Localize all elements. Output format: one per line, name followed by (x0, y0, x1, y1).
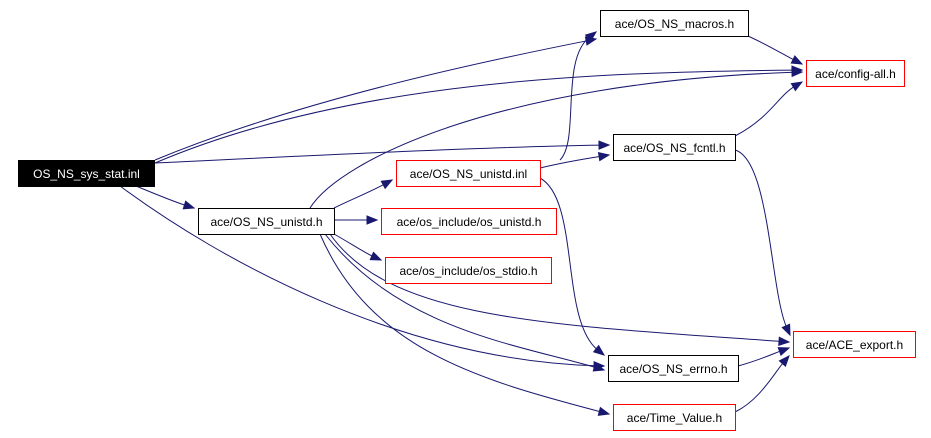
edge-arrowhead (592, 344, 606, 356)
edge-root-to-unistd_h (135, 185, 196, 210)
edge-arrowhead (790, 55, 804, 65)
edge-arrowhead (790, 81, 804, 92)
edge-line (747, 35, 796, 61)
edge-line (333, 183, 386, 209)
edge-line (559, 36, 590, 161)
edge-line (154, 40, 589, 161)
edge-unistd_h-to-unistd_inl (333, 179, 394, 209)
edge-line (734, 361, 785, 413)
node-macros[interactable]: ace/OS_NS_macros.h (600, 10, 749, 37)
edge-arrowhead (597, 151, 611, 162)
node-config[interactable]: ace/config-all.h (806, 60, 905, 87)
node-label: ace/OS_NS_unistd.inl (410, 167, 527, 181)
node-label: ace/Time_Value.h (627, 411, 722, 425)
edge-unistd_h-to-os_stdio (333, 233, 383, 261)
node-box (613, 134, 736, 161)
node-errno[interactable]: ace/OS_NS_errno.h (608, 355, 739, 382)
edge-arrowhead (777, 347, 791, 356)
edge-unistd_inl-to-errno (539, 177, 606, 356)
edge-line (324, 233, 597, 369)
node-os-unistd[interactable]: ace/os_include/os_unistd.h (381, 208, 557, 235)
node-label: ace/OS_NS_errno.h (619, 362, 727, 376)
node-box (198, 208, 335, 235)
edge-fcntl-to-config (734, 81, 804, 137)
edge-line (734, 85, 796, 137)
node-fcntl[interactable]: ace/OS_NS_fcntl.h (613, 134, 736, 161)
edge-line (309, 71, 795, 209)
node-label: ace/config-all.h (815, 67, 896, 81)
edge-time_value-to-ace_export (734, 354, 790, 413)
node-label: ace/OS_NS_macros.h (615, 17, 734, 31)
edge-macros-to-config (747, 35, 804, 65)
node-box (613, 404, 736, 431)
node-box (793, 331, 916, 358)
edge-line (539, 177, 599, 351)
node-label: ace/OS_NS_fcntl.h (623, 141, 725, 155)
node-label: ace/os_include/os_stdio.h (399, 264, 537, 278)
edge-arrowhead (597, 406, 611, 416)
node-box (396, 160, 541, 187)
node-label: ace/os_include/os_unistd.h (397, 215, 542, 229)
edge-arrowhead (182, 200, 196, 210)
edge-line (539, 155, 602, 169)
edge-unistd_h-to-ace_export (329, 233, 791, 346)
edge-line (154, 69, 795, 164)
edge-line (319, 233, 602, 413)
edge-errno-to-ace_export (737, 347, 791, 367)
edge-line (737, 350, 782, 367)
edge-root-to-macros (154, 36, 598, 161)
edge-unistd_inl-to-fcntl (539, 151, 611, 169)
edge-arrowhead (778, 336, 791, 346)
edge-arrowhead (778, 354, 790, 368)
node-box (600, 10, 749, 37)
edge-arrowhead (369, 251, 383, 261)
edge-arrowhead (380, 179, 394, 190)
edge-line (333, 233, 374, 258)
node-time-value[interactable]: ace/Time_Value.h (613, 404, 736, 431)
node-box (806, 60, 905, 87)
edge-unistd_h-to-errno (324, 233, 606, 372)
edge-arrowhead (366, 215, 379, 225)
edge-unistd_h-to-time_value (319, 233, 611, 416)
edge-unistd_h-to-config (309, 67, 804, 209)
edge-unistd_h-to-os_unistd (334, 215, 379, 225)
node-box (18, 160, 155, 187)
edge-line (734, 149, 788, 328)
node-label: ace/OS_NS_unistd.h (210, 215, 322, 229)
edge-arrowhead (791, 67, 804, 78)
node-ace-export[interactable]: ace/ACE_export.h (793, 331, 916, 358)
node-box (608, 355, 739, 382)
edge-line (135, 185, 187, 207)
node-unistd-inl[interactable]: ace/OS_NS_unistd.inl (396, 160, 541, 187)
edge-arrowhead (781, 323, 791, 337)
nodes-layer: OS_NS_sys_stat.inl ace/OS_NS_macros.h ace/… (18, 10, 916, 431)
edge-unistd_inl-to-macros (559, 31, 598, 161)
edge-line (119, 185, 597, 367)
node-label: OS_NS_sys_stat.inl (33, 167, 140, 181)
node-os-stdio[interactable]: ace/os_include/os_stdio.h (385, 257, 552, 284)
node-root: OS_NS_sys_stat.inl (18, 160, 155, 187)
node-label: ace/ACE_export.h (806, 338, 903, 352)
edge-fcntl-to-ace_export (734, 149, 791, 337)
edge-arrowhead (592, 362, 606, 372)
node-box (385, 257, 552, 284)
edge-arrowhead (598, 140, 611, 150)
edge-arrowhead (584, 31, 598, 43)
node-unistd-h[interactable]: ace/OS_NS_unistd.h (198, 208, 335, 235)
edge-root-to-fcntl (154, 140, 611, 164)
edge-line (329, 233, 782, 342)
node-box (381, 208, 557, 235)
edges-layer (119, 31, 804, 416)
